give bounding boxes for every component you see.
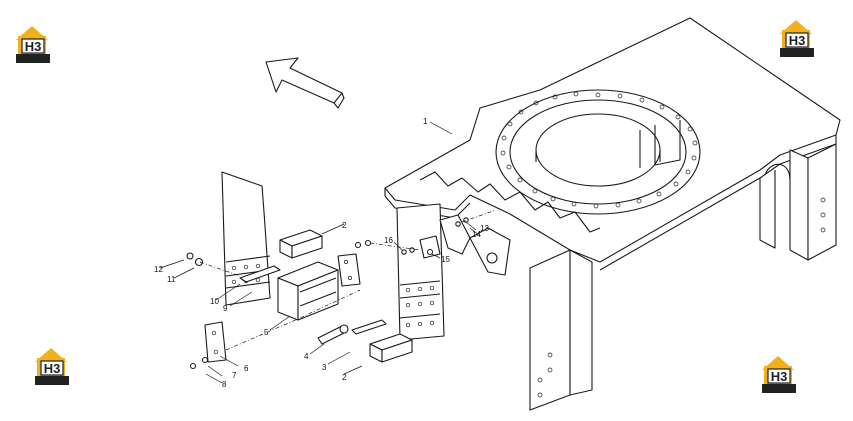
left-side-plate xyxy=(221,171,271,306)
callout-13: 13 xyxy=(480,224,489,233)
callout-5: 5 xyxy=(264,328,269,337)
callout-2-lower: 2 xyxy=(342,373,347,382)
callout-11: 11 xyxy=(167,275,176,284)
part-2-wear-pad-lower xyxy=(369,333,413,363)
fasteners xyxy=(186,217,469,370)
brand-logo-bottom-right: CHAG xyxy=(761,355,797,402)
leader-lines xyxy=(159,121,481,384)
part-2-wear-pad-upper xyxy=(279,229,323,259)
callout-14: 14 xyxy=(472,230,481,239)
direction-arrow xyxy=(265,57,345,109)
callout-labels: 1 2 2 3 4 5 6 7 8 9 10 11 12 13 14 15 16 xyxy=(154,117,489,389)
logo-sub-text: CHAG xyxy=(22,65,45,72)
logo-sub-text: CHAG xyxy=(786,59,809,66)
assembly-centerlines xyxy=(199,209,497,351)
part-15-bracket xyxy=(419,235,441,259)
part-4-bolt xyxy=(317,324,349,345)
callout-16: 16 xyxy=(384,236,393,245)
logo-sub-text: CHAG xyxy=(768,395,791,402)
brand-logo-top-right: CHAG xyxy=(779,19,815,66)
part-3-shim xyxy=(351,319,387,335)
callout-4: 4 xyxy=(304,352,309,361)
part-5-slide-block xyxy=(277,261,339,321)
main-frame-weldment xyxy=(384,17,841,411)
side-cover-plate xyxy=(337,253,361,287)
callout-2-upper: 2 xyxy=(342,221,347,230)
callout-3: 3 xyxy=(322,363,327,372)
brand-logo-bottom-left: CHAG xyxy=(34,347,70,394)
callout-12: 12 xyxy=(154,265,163,274)
callout-10: 10 xyxy=(210,297,219,306)
callout-7: 7 xyxy=(232,371,237,380)
callout-1: 1 xyxy=(423,117,428,126)
callout-9: 9 xyxy=(223,304,228,313)
logo-sub-text: CHAG xyxy=(41,387,64,394)
callout-15: 15 xyxy=(441,255,450,264)
callout-8: 8 xyxy=(222,380,227,389)
brand-logo-top-left: CHAG xyxy=(15,25,51,72)
callout-6: 6 xyxy=(244,364,249,373)
part-6-retainer-plate xyxy=(204,321,227,363)
part-10-shim-strip xyxy=(239,265,281,283)
